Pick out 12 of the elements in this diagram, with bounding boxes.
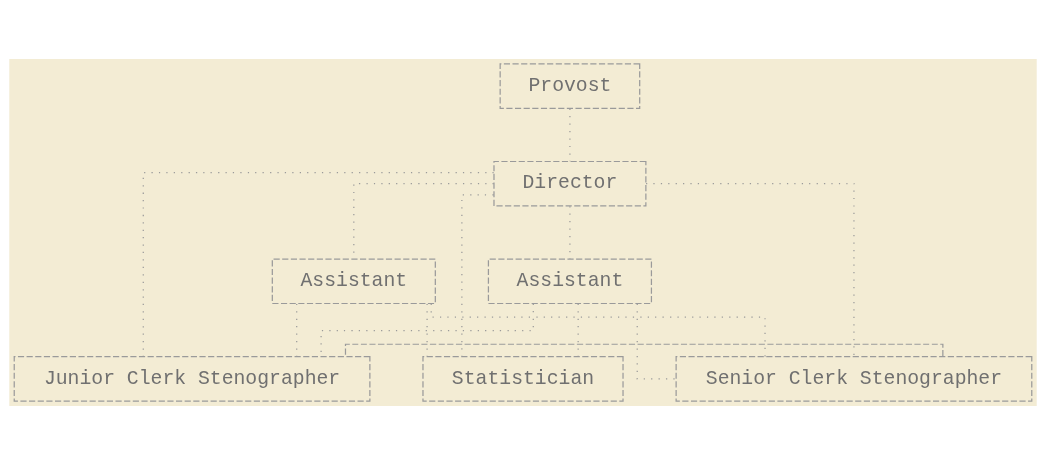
node-box: Statistician [422, 356, 624, 402]
node-box: Director [493, 160, 647, 207]
node-box: Assistant [487, 258, 653, 305]
connector [142, 172, 495, 357]
connector [430, 303, 766, 358]
node-box: Provost [499, 63, 641, 109]
node-box: Assistant [271, 258, 436, 305]
connector [461, 194, 495, 357]
node-box: Junior Clerk Stenographer [13, 356, 371, 402]
node-box: Senior Clerk Stenographer [675, 356, 1033, 402]
connector [320, 303, 534, 358]
connector [645, 183, 855, 358]
